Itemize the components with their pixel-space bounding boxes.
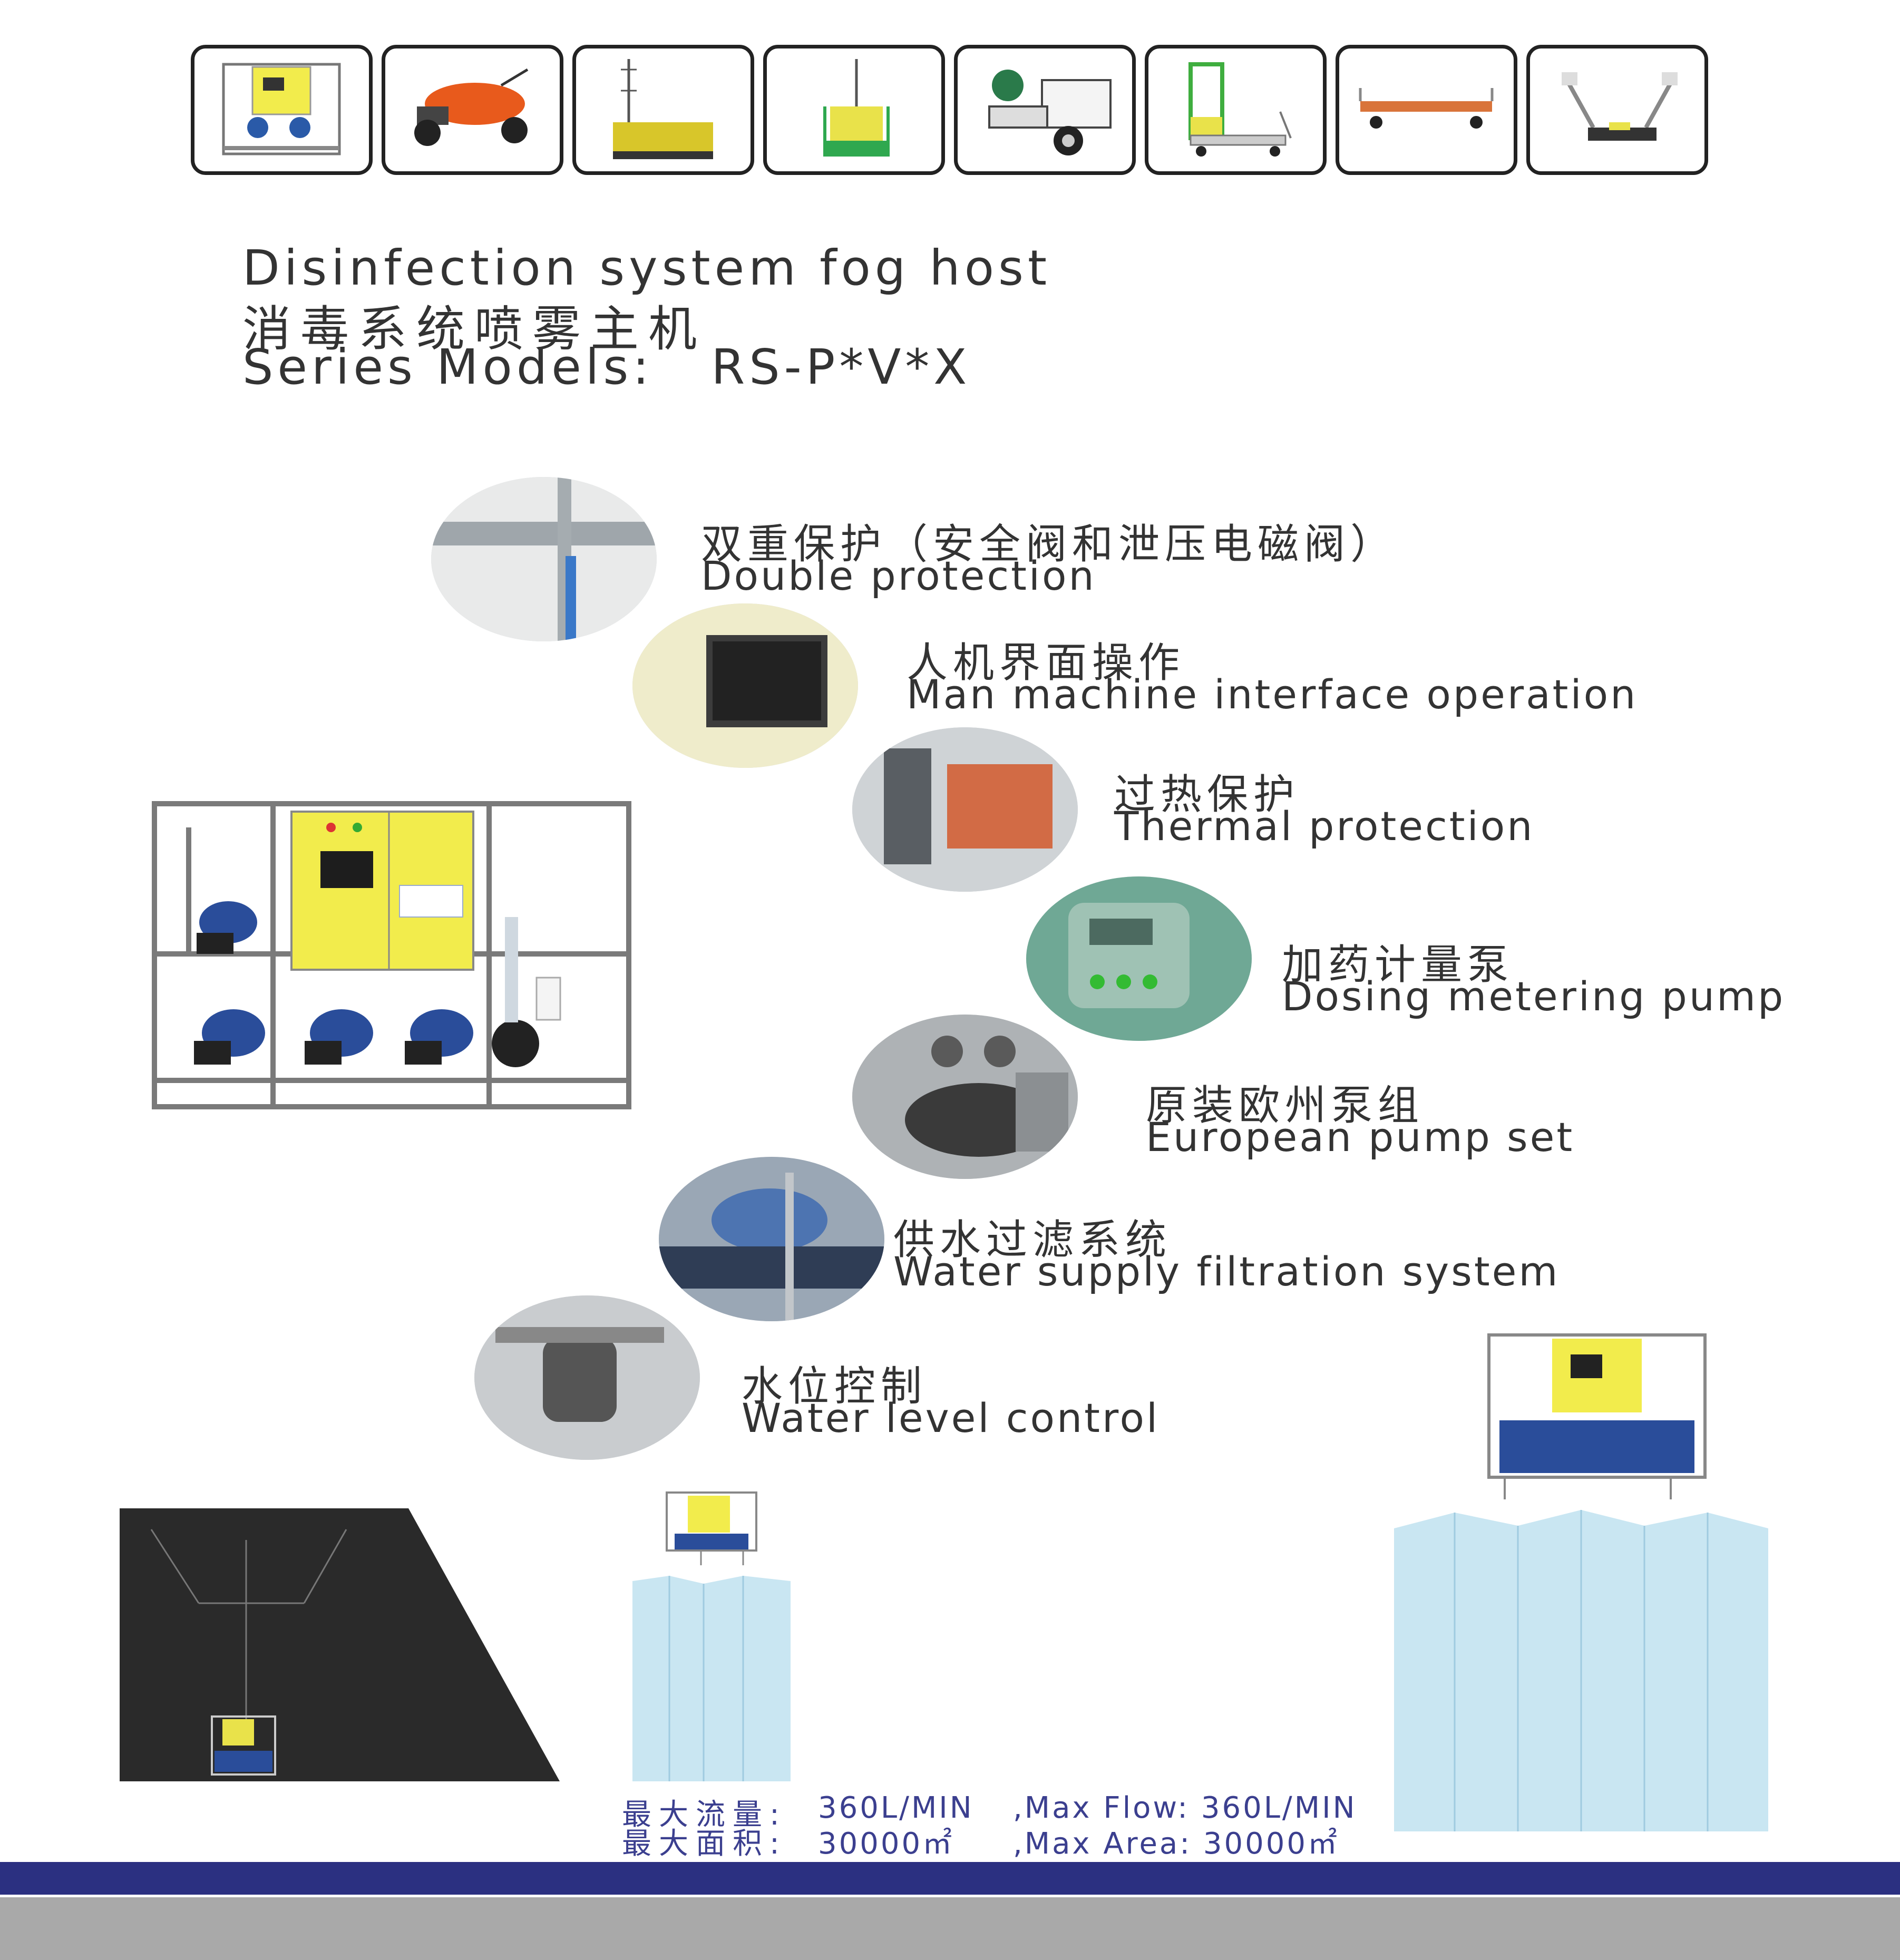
feature-photo-circle: [659, 1157, 884, 1321]
trailer-fog-cannon-icon: [988, 70, 1112, 155]
feature-photo-circle: [474, 1295, 700, 1460]
fog-host-machine-photo: [147, 796, 637, 1114]
boom-sprayer-cart-icon: [1562, 72, 1678, 141]
spec-flow-label-en: ,Max Flow: 360L/MIN: [1013, 1791, 1357, 1825]
pipe-network-illustration: [120, 1508, 560, 1781]
yellow-mast-sprayer-icon: [613, 59, 713, 159]
thumbnail-orange-sprayer[interactable]: [382, 45, 563, 175]
title-english: Disinfection system fog host: [242, 240, 1051, 296]
feature-photo-circle: [852, 727, 1078, 892]
thumbnail-green-mast[interactable]: [763, 45, 945, 175]
feature-label-en: Man machine interface operation: [907, 671, 1638, 718]
product-thumbnail-strip: [191, 45, 1715, 179]
spec-flow-value: 360L/MIN: [818, 1791, 974, 1825]
feature-photo-circle: [1026, 876, 1252, 1041]
series-models: Series Models: RS-P*V*X: [242, 339, 971, 395]
feature-photo-circle: [632, 603, 858, 768]
touch-screen-icon: [632, 603, 858, 768]
footer-blue-bar: [0, 1862, 1900, 1895]
large-mist-coverage-diagram: [1391, 1331, 1776, 1834]
dosing-pump-icon: [1026, 876, 1252, 1041]
footer-grey-bar: [0, 1897, 1900, 1960]
pump-set-icon: [852, 1015, 1078, 1179]
feature-label-zh: 加药计量泵: [1282, 941, 1514, 989]
title-chinese: 消毒系统喷雾主机: [242, 301, 707, 357]
small-mist-coverage-diagram: [632, 1486, 796, 1783]
installation-diagram-dark: [120, 1508, 560, 1783]
feature-label-en: Double protection: [701, 552, 1096, 599]
pipe-frame-icon: [431, 477, 657, 641]
feature-label-zh: 双重保护（安全阀和泄压电磁阀）: [701, 521, 1397, 568]
fog-host-machine-icon: [222, 63, 341, 155]
fog-host-machine-illustration: [152, 801, 631, 1109]
feature-label-en: Thermal protection: [1114, 803, 1535, 850]
mist-curtain-small: [632, 1491, 791, 1781]
feature-label-zh: 供水过滤系统: [893, 1216, 1172, 1264]
thermal-relay-icon: [852, 727, 1078, 892]
feature-label-zh: 过热保护: [1114, 771, 1300, 818]
series-models-label: Series Models:: [242, 339, 654, 395]
feature-label-zh: 人机界面操作: [907, 639, 1185, 687]
feature-label-en: Water level control: [742, 1395, 1160, 1441]
thumbnail-yellow-mast[interactable]: [572, 45, 754, 175]
green-mast-cart-icon: [823, 59, 890, 157]
series-model-code: RS-P*V*X: [711, 339, 971, 395]
thumbnail-boom-sprayer[interactable]: [1526, 45, 1708, 175]
spec-area-value: 30000㎡: [818, 1827, 954, 1861]
feature-label-en: Water supply filtration system: [893, 1248, 1560, 1295]
thumbnail-green-flatbed[interactable]: [1145, 45, 1327, 175]
thumbnail-fog-host[interactable]: [191, 45, 373, 175]
green-flatbed-cart-icon: [1188, 62, 1292, 157]
spec-area-label-en: ,Max Area: 30000㎡: [1013, 1827, 1340, 1861]
feature-photo-circle: [431, 477, 657, 641]
feature-label-zh: 原装欧州泵组: [1146, 1082, 1425, 1129]
feature-photo-circle: [852, 1015, 1078, 1179]
feature-label-en: European pump set: [1146, 1114, 1575, 1161]
feature-label-en: Dosing metering pump: [1282, 973, 1786, 1020]
orange-sprayer-vehicle-icon: [414, 68, 529, 146]
thumbnail-long-flatbed[interactable]: [1336, 45, 1517, 175]
mist-curtain-large: [1394, 1333, 1768, 1831]
water-filter-icon: [659, 1157, 884, 1321]
feature-label-zh: 水位控制: [742, 1363, 928, 1410]
spec-flow-label-zh: 最大流量:: [622, 1798, 787, 1832]
long-flatbed-cart-icon: [1359, 88, 1494, 129]
thumbnail-trailer-cannon[interactable]: [954, 45, 1136, 175]
spec-area-label-zh: 最大面积:: [622, 1827, 787, 1861]
water-level-valve-icon: [474, 1295, 700, 1460]
